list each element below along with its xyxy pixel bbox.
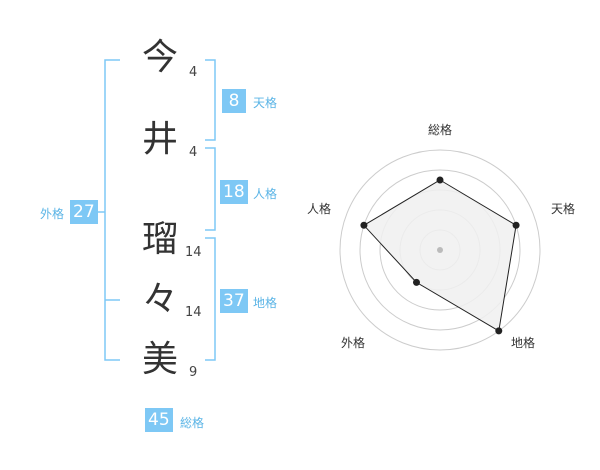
radar-point-1 [436, 176, 444, 184]
soukaku-label: 総格 [180, 416, 205, 430]
tenkaku-value: 8 [222, 89, 246, 113]
kanji-char-5: 美 [141, 339, 178, 380]
bracket-chikaku [205, 237, 216, 361]
kanji-char-4: 々 [141, 279, 178, 320]
gaikaku-value: 27 [70, 200, 98, 224]
jinkaku-value: 18 [220, 180, 248, 204]
stroke-count-1: 4 [189, 65, 198, 80]
radar-label-soukaku: 総格 [428, 123, 453, 137]
radar-label-gaikaku: 外格 [341, 336, 366, 350]
kanji-char-1: 今 [141, 37, 178, 78]
radar-label-tenkaku: 天格 [551, 202, 576, 216]
stroke-count-3: 14 [185, 245, 202, 260]
radar-point-5 [360, 221, 368, 229]
bracket-gaikaku [104, 59, 120, 361]
radar-point-2 [512, 221, 520, 229]
tenkaku-label: 天格 [253, 96, 278, 110]
kanji-char-2: 井 [141, 119, 178, 160]
kanji-char-3: 瑠 [141, 219, 178, 260]
radar-ring-4 [359, 169, 521, 331]
gaikaku-label: 外格 [40, 207, 65, 221]
radar-label-jinkaku: 人格 [307, 202, 332, 216]
radar-polygon [363, 179, 517, 332]
radar-point-3 [495, 327, 503, 335]
bracket-tenkaku [205, 59, 216, 141]
bracket-jinkaku [205, 147, 216, 231]
radar-center-dot [437, 247, 443, 253]
stroke-count-4: 14 [185, 305, 202, 320]
soukaku-value: 45 [145, 408, 173, 432]
chikaku-label: 地格 [253, 296, 278, 310]
jinkaku-label: 人格 [253, 187, 278, 201]
stroke-count-5: 9 [189, 365, 198, 380]
stroke-count-2: 4 [189, 145, 198, 160]
radar-ring-5 [339, 149, 541, 351]
radar-label-chikaku: 地格 [511, 336, 536, 350]
chikaku-value: 37 [220, 289, 248, 313]
radar-point-4 [412, 278, 420, 286]
